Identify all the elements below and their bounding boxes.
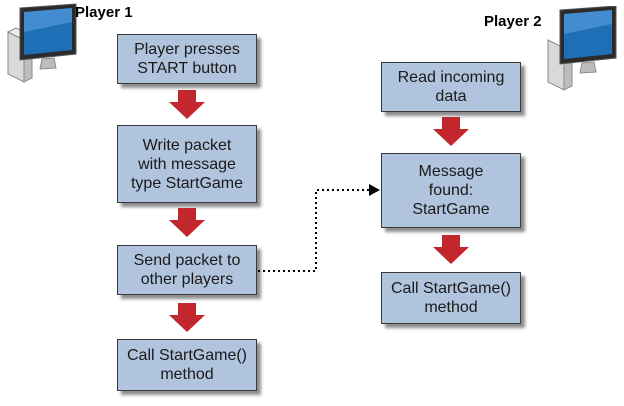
player2-label: Player 2 <box>484 13 542 30</box>
player2-step-call-startgame: Call StartGame() method <box>381 272 521 324</box>
player1-step-press-start: Player presses START button <box>117 34 257 84</box>
computer-icon-player1 <box>6 3 77 83</box>
arrow-down-p2-2 <box>433 235 469 264</box>
arrow-down-p1-3 <box>169 303 205 332</box>
arrow-down-p2-1 <box>433 117 469 146</box>
player1-label: Player 1 <box>75 4 133 21</box>
arrow-down-p1-2 <box>169 208 205 237</box>
player2-step-read-data: Read incoming data <box>381 62 521 112</box>
player1-step-write-packet: Write packet with message type StartGame <box>117 125 257 203</box>
player1-step-send-packet: Send packet to other players <box>117 245 257 295</box>
computer-icon-player2 <box>547 6 617 91</box>
player2-step-message-found: Message found: StartGame <box>381 153 521 228</box>
arrow-down-p1-1 <box>169 90 205 119</box>
player1-step-call-startgame: Call StartGame() method <box>117 339 257 391</box>
